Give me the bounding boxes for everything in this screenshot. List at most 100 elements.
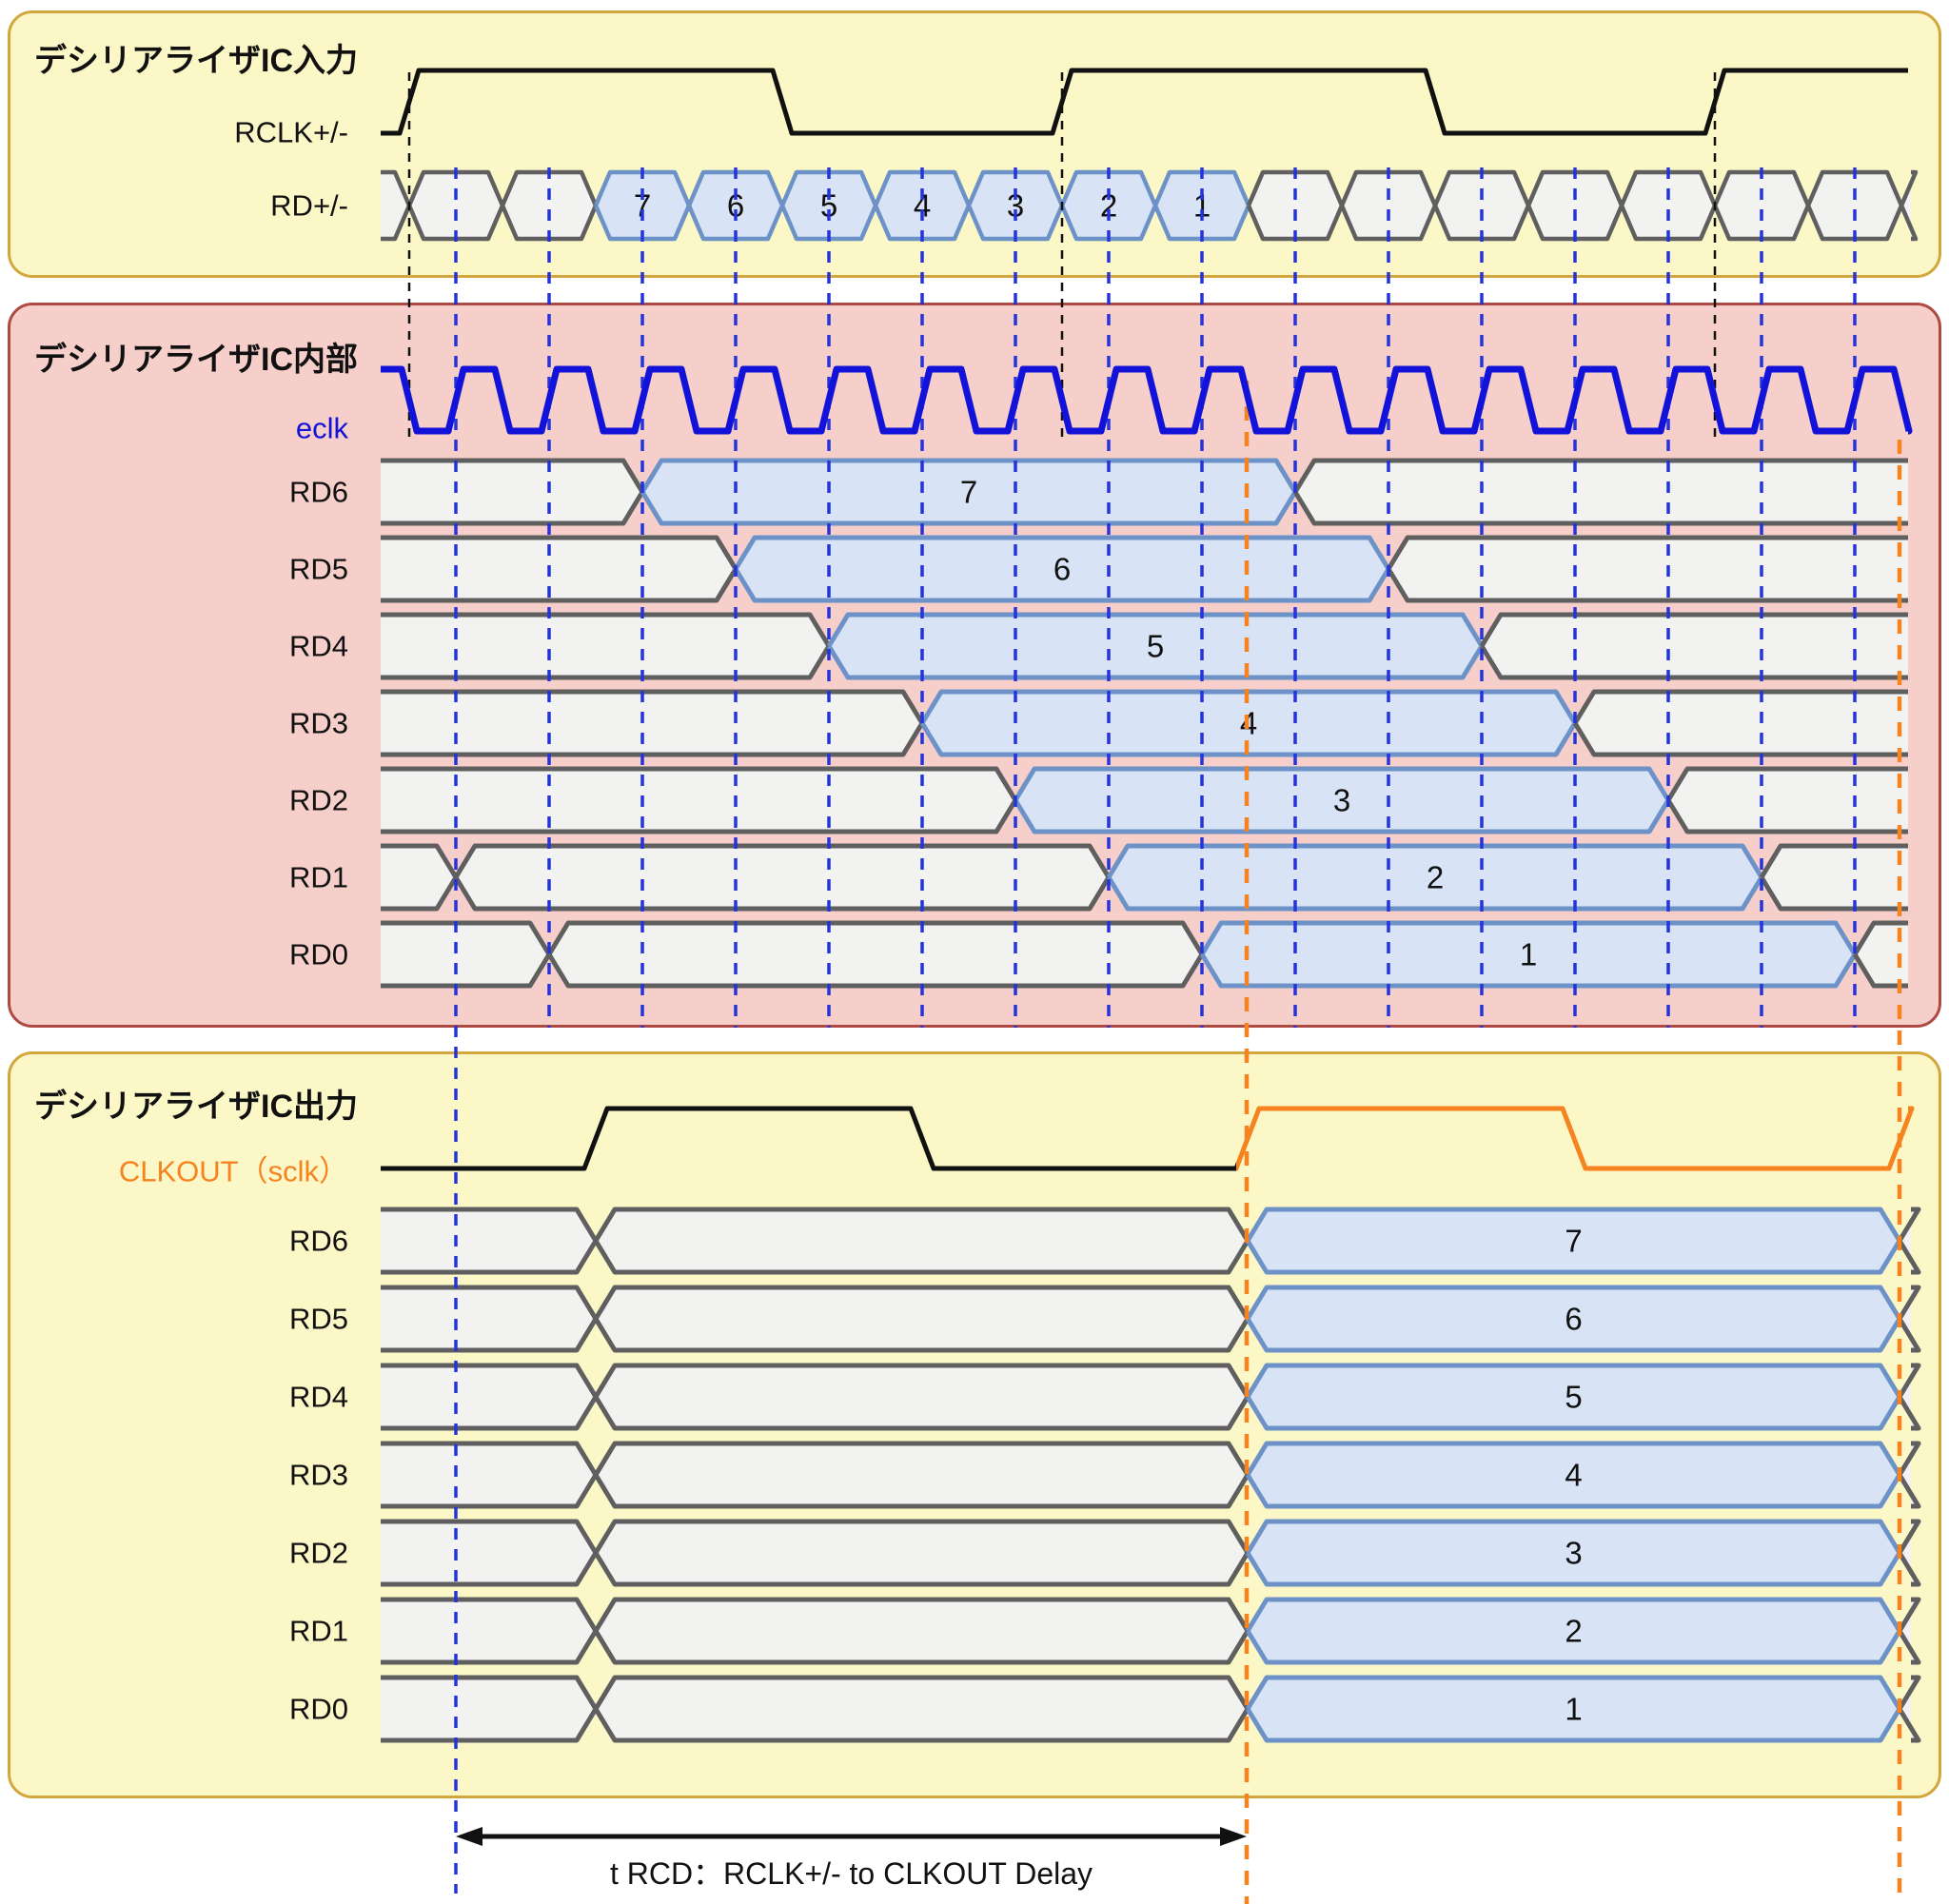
cell-outline [381,1675,599,1743]
idle-cell [1388,538,1908,600]
cell-value: 3 [1333,783,1350,818]
data-cell [1202,923,1855,986]
cell-outline [381,612,832,680]
cell-value: 5 [820,188,837,224]
idle-cell [381,1521,596,1584]
signal-label-clkout: CLKOUT（sclk） [119,1155,348,1188]
signal-rd0-int: 1 [381,920,1908,989]
signal-label-rd3-out: RD3 [289,1459,348,1492]
cell-outline [593,1597,1250,1665]
cell-outline [381,458,645,526]
cell-outline [1245,1441,1902,1509]
panel-internal-title: デシリアライザIC内部 [34,342,358,378]
signal-label-rd1-int: RD1 [289,861,348,894]
signal-label-rclk: RCLK+/- [234,116,348,149]
idle-cell [1900,1443,1919,1506]
idle-cell [1249,172,1342,239]
idle-cell [1622,172,1715,239]
cell-outline [1897,1597,1921,1665]
data-cell [642,461,1295,523]
cell-outline [1665,766,1908,834]
cell-outline [1245,1207,1902,1275]
signal-label-eclk: eclk [296,412,349,445]
cell-outline [593,1363,1250,1431]
idle-cell [409,172,502,239]
cell-outline [381,766,1018,834]
idle-cell [1715,172,1808,239]
cell-outline [381,535,738,603]
idle-cell [1900,1521,1919,1584]
panel-input-title: デシリアライザIC入力 [34,43,358,79]
data-cell [1248,1521,1900,1584]
cell-value: 7 [960,475,977,510]
cell-value: 1 [1193,188,1211,224]
cell-outline [1245,1519,1902,1587]
cell-outline [1897,1363,1921,1431]
idle-cell [1900,1600,1919,1662]
cell-outline [381,843,459,912]
signal-rd5-int: 6 [381,535,1908,603]
data-cell [1248,1365,1900,1428]
cell-outline [381,1285,599,1353]
cell-value: 5 [1565,1380,1582,1415]
idle-cell [456,846,1109,909]
idle-cell [596,1443,1248,1506]
cell-outline [593,1207,1250,1275]
panel-deserializer-input [8,10,1941,278]
idle-cell [502,172,596,239]
cell-value: 1 [1520,937,1537,972]
trcd-delay-label: t RCD：RCLK+/- to CLKOUT Delay [609,1856,1093,1891]
data-cell [1155,172,1249,239]
data-cell [782,172,876,239]
signal-label-rd2-out: RD2 [289,1537,348,1570]
cell-value: 5 [1147,629,1164,664]
cell-outline [1852,920,1908,989]
signal-label-rd3-int: RD3 [289,707,348,740]
cell-outline [1897,1519,1921,1587]
idle-cell [596,1521,1248,1584]
idle-cell [1900,1678,1919,1740]
idle-cell [381,615,829,677]
signal-label-rd5-out: RD5 [289,1303,348,1336]
cell-value: 3 [1007,188,1024,224]
idle-cell [381,1678,596,1740]
data-cell [1248,1443,1900,1506]
cell-outline [1572,689,1908,757]
signal-rd6-int: 7 [381,458,1908,526]
idle-cell [381,538,736,600]
idle-cell [596,1209,1248,1272]
idle-cell [1855,923,1908,986]
cell-outline [1899,169,1919,242]
cell-outline [1245,1285,1902,1353]
idle-cell [381,846,456,909]
cell-outline [1013,766,1671,834]
arrow-head-left-icon [456,1827,482,1846]
clock-clkout [1236,1106,1915,1171]
signal-rd1-int: 2 [381,843,1908,912]
data-cell [596,172,689,239]
cell-outline [1897,1675,1921,1743]
cell-outline [546,920,1205,989]
idle-cell [1435,172,1528,239]
idle-cell [1808,172,1901,239]
data-cell [689,172,782,239]
signal-rd3-int: 4 [381,689,1908,757]
idle-cell [381,172,409,239]
cell-value: 7 [634,188,651,224]
idle-cell [1668,769,1908,832]
cell-value: 1 [1565,1692,1582,1727]
signal-label-rd4-out: RD4 [289,1381,348,1414]
cell-outline [381,169,412,242]
data-cell [1109,846,1762,909]
cell-outline [381,1207,599,1275]
cell-outline [1245,1675,1902,1743]
cell-outline [640,458,1298,526]
signal-rd1-out: 2 [381,1597,1921,1665]
idle-cell [1528,172,1622,239]
idle-cell [596,1365,1248,1428]
cell-value: 2 [1100,188,1117,224]
data-cell [969,172,1062,239]
